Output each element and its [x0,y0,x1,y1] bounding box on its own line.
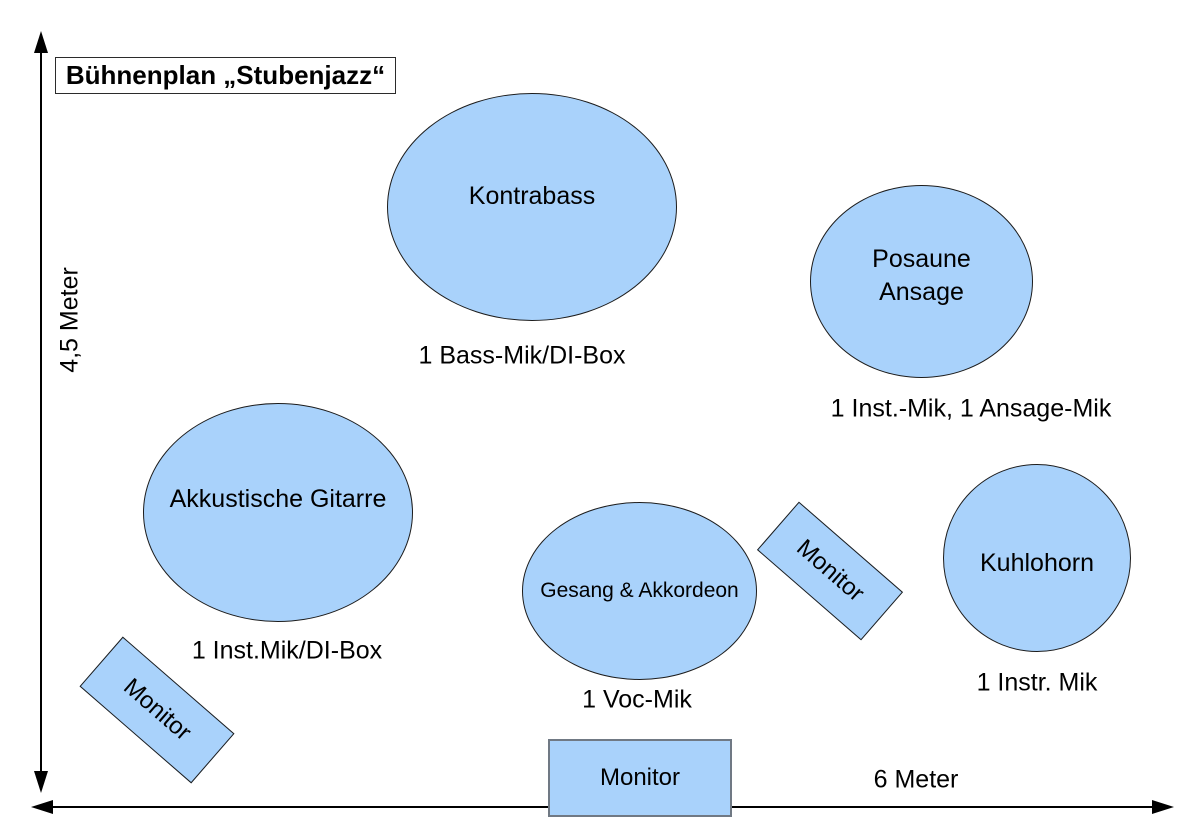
plan-title-text: Bühnenplan „Stubenjazz“ [65,60,386,90]
monitor-stage-right-label: Monitor [791,534,870,608]
station-akkustische-gitarre-label: Akkustische Gitarre [169,485,387,514]
vertical-axis-arrow-down-icon [34,771,48,793]
mic-label-akkustische-gitarre: 1 Inst.Mik/DI-Box [191,636,383,665]
station-gesang-akkordeon-label: Gesang & Akkordeon [540,579,739,603]
station-kontrabass-label: Kontrabass [468,181,596,210]
mic-label-kuhlohorn: 1 Instr. Mik [976,668,1098,697]
mic-label-posaune-ansage: 1 Inst.-Mik, 1 Ansage-Mik [830,394,1112,423]
station-posaune-ansage-label: Posaune Ansage [872,245,971,306]
horizontal-axis-arrow-right-icon [1152,800,1174,814]
station-kontrabass: Kontrabass [387,93,677,321]
station-akkustische-gitarre: Akkustische Gitarre [143,403,413,622]
monitor-front-center-label: Monitor [599,764,681,791]
monitor-stage-left-label: Monitor [118,673,197,747]
monitor-stage-right: Monitor [756,501,904,641]
station-gesang-akkordeon: Gesang & Akkordeon [522,502,757,680]
station-kuhlohorn-label: Kuhlohorn [980,548,1094,577]
vertical-axis-label: 4,5 Meter [55,267,84,373]
horizontal-axis-arrow-left-icon [31,800,53,814]
station-kuhlohorn: Kuhlohorn [943,464,1131,652]
monitor-front-center: Monitor [548,739,732,817]
plan-title-box: Bühnenplan „Stubenjazz“ [55,57,396,94]
mic-label-gesang-akkordeon: 1 Voc-Mik [582,685,692,714]
station-posaune-ansage: Posaune Ansage [810,185,1033,378]
vertical-axis-line [40,48,42,776]
horizontal-axis-label: 6 Meter [873,765,959,794]
vertical-axis-arrow-up-icon [34,31,48,53]
mic-label-kontrabass: 1 Bass-Mik/DI-Box [418,341,626,370]
